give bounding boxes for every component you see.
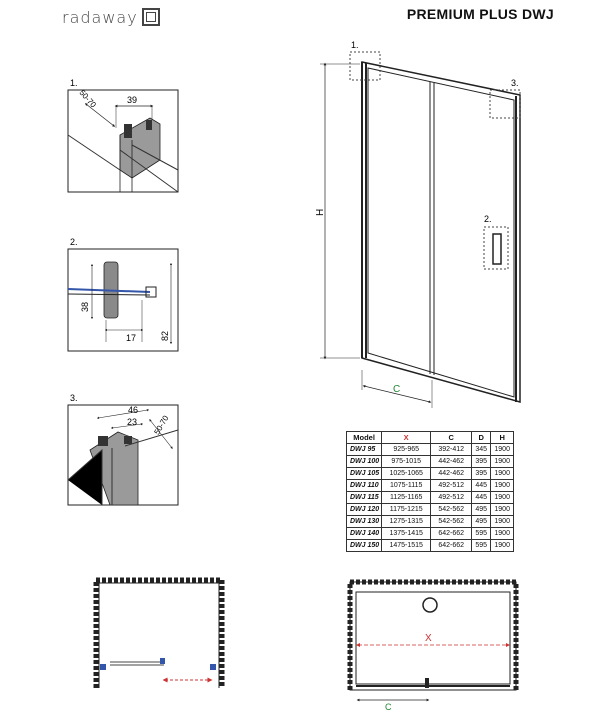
cell-h: 1900 [490,539,515,552]
cell-c: 642-662 [430,539,473,552]
table-row: DWJ 105 1025-1065 442-462 395 1900 [345,467,515,480]
header-c: C [430,431,473,444]
cell-x: 1275-1315 [381,515,432,528]
detail-2-dim-a: 38 [80,302,90,312]
cell-h: 1900 [490,503,515,516]
detail-1: 1. 39 50-70 [67,78,179,193]
header-d: D [471,431,492,444]
detail-2-label: 2. [70,237,78,247]
cell-model: DWJ 95 [345,443,383,456]
cell-d: 595 [471,527,492,540]
cell-h: 1900 [490,527,515,540]
table-row: DWJ 120 1175-1215 542-562 495 1900 [345,503,515,516]
front-view: 1. 3. 2. H C [315,40,521,408]
cell-model: DWJ 105 [345,467,383,480]
cell-h: 1900 [490,455,515,468]
detail-2-dim-c: 82 [160,331,170,341]
cell-model: DWJ 100 [345,455,383,468]
detail-3: 3. 46 23 50-70 [67,393,179,506]
callout-1: 1. [351,40,359,50]
cell-d: 445 [471,491,492,504]
detail-3-dim-b: 23 [127,417,137,427]
callout-3: 3. [511,78,519,88]
logo-text: radaway [62,7,138,27]
table-header-row: Model X C D H [345,431,515,444]
cell-c: 542-562 [430,515,473,528]
logo-mark-icon [141,8,160,26]
cell-d: 595 [471,539,492,552]
plan-x-label: X [425,633,432,644]
detail-1-label: 1. [70,78,78,88]
cell-model: DWJ 110 [345,479,383,492]
cell-c: 442-462 [430,455,473,468]
dimensions-table: Model X C D H DWJ 95 925-965 392-412 345… [345,431,515,552]
plan-view-left [93,577,225,688]
cell-model: DWJ 115 [345,491,383,504]
cell-model: DWJ 150 [345,539,383,552]
plan-view-right: X C [347,579,519,712]
cell-d: 495 [471,515,492,528]
detail-2: 2. 38 17 82 [67,237,179,352]
cell-c: 542-562 [430,503,473,516]
brand-logo: radaway [62,6,160,28]
table-row: DWJ 130 1275-1315 542-562 495 1900 [345,515,515,528]
detail-1-dim-b: 39 [127,95,137,105]
cell-x: 975-1015 [381,455,432,468]
detail-2-dim-b: 17 [126,333,136,343]
cell-x: 1375-1415 [381,527,432,540]
header-model: Model [345,431,383,444]
table-row: DWJ 140 1375-1415 642-662 595 1900 [345,527,515,540]
cell-h: 1900 [490,443,515,456]
cell-c: 392-412 [430,443,473,456]
product-title: PREMIUM PLUS DWJ [406,6,554,22]
cell-d: 395 [471,467,492,480]
cell-x: 1475-1515 [381,539,432,552]
cell-x: 1075-1115 [381,479,432,492]
cell-x: 1175-1215 [381,503,432,516]
cell-x: 1025-1065 [381,467,432,480]
cell-h: 1900 [490,479,515,492]
cell-h: 1900 [490,467,515,480]
cell-model: DWJ 140 [345,527,383,540]
cell-h: 1900 [490,515,515,528]
header-x: X [381,431,432,444]
cell-c: 492-512 [430,479,473,492]
cell-model: DWJ 120 [345,503,383,516]
table-row: DWJ 115 1125-1165 492-512 445 1900 [345,491,515,504]
table-row: DWJ 100 975-1015 442-462 395 1900 [345,455,515,468]
cell-x: 925-965 [381,443,432,456]
detail-3-label: 3. [70,393,78,403]
width-label: C [393,384,400,395]
callout-2: 2. [484,214,492,224]
header-h: H [490,431,515,444]
cell-c: 642-662 [430,527,473,540]
cell-d: 445 [471,479,492,492]
cell-d: 395 [471,455,492,468]
cell-model: DWJ 130 [345,515,383,528]
cell-d: 495 [471,503,492,516]
cell-c: 442-462 [430,467,473,480]
table-row: DWJ 110 1075-1115 492-512 445 1900 [345,479,515,492]
cell-x: 1125-1165 [381,491,432,504]
cell-c: 492-512 [430,491,473,504]
table-row: DWJ 150 1475-1515 642-662 595 1900 [345,539,515,552]
detail-3-dim-a: 46 [128,405,138,415]
cell-d: 345 [471,443,492,456]
plan-c-label: C [385,702,392,712]
cell-h: 1900 [490,491,515,504]
table-row: DWJ 95 925-965 392-412 345 1900 [345,443,515,456]
height-label: H [315,209,326,216]
